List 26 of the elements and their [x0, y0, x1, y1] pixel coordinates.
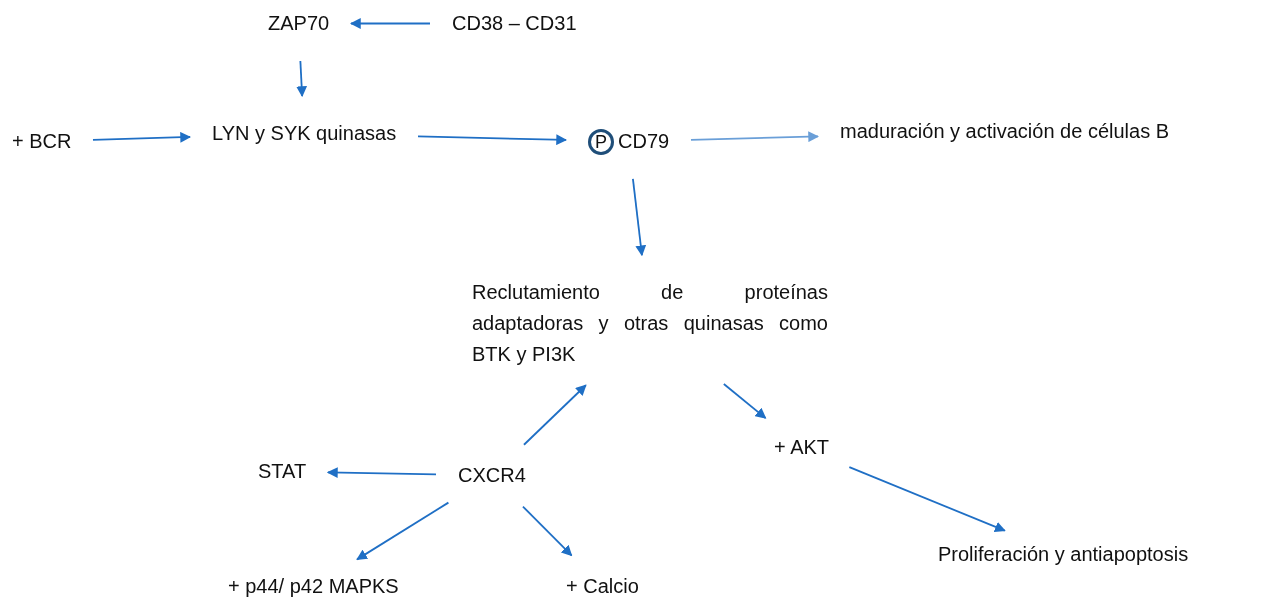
node-text: + AKT [774, 435, 830, 460]
node-text: maduración y activación de células B [840, 119, 1170, 144]
node-text: + BCR [12, 129, 72, 154]
node-text: Proliferación y antiapoptosis [938, 542, 1189, 567]
arrow [417, 134, 568, 146]
arrow [632, 177, 647, 257]
arrow [722, 383, 767, 419]
arrow [356, 501, 450, 561]
node-text: CD79 [618, 129, 670, 154]
node-text: ZAP70 [268, 11, 330, 36]
phospho-circle-icon: P [588, 128, 614, 155]
arrow [690, 131, 820, 143]
arrow [523, 384, 587, 446]
node-text: + Calcio [566, 574, 639, 599]
arrow [326, 467, 437, 478]
arrow [522, 505, 573, 557]
arrow [92, 131, 192, 143]
node-text: + p44/ p42 MAPKS [228, 574, 399, 599]
arrow [349, 18, 431, 29]
arrow [848, 466, 1006, 532]
node-text: Reclutamiento de proteínas adaptadoras y otras quinasas como BTK y PI3K [472, 280, 828, 367]
node-text: LYN y SYK quinasas [212, 121, 397, 146]
arrow [296, 60, 308, 98]
node-text: STAT [258, 459, 307, 484]
node-text: CD38 – CD31 [452, 11, 577, 36]
node-text: CXCR4 [458, 463, 526, 488]
